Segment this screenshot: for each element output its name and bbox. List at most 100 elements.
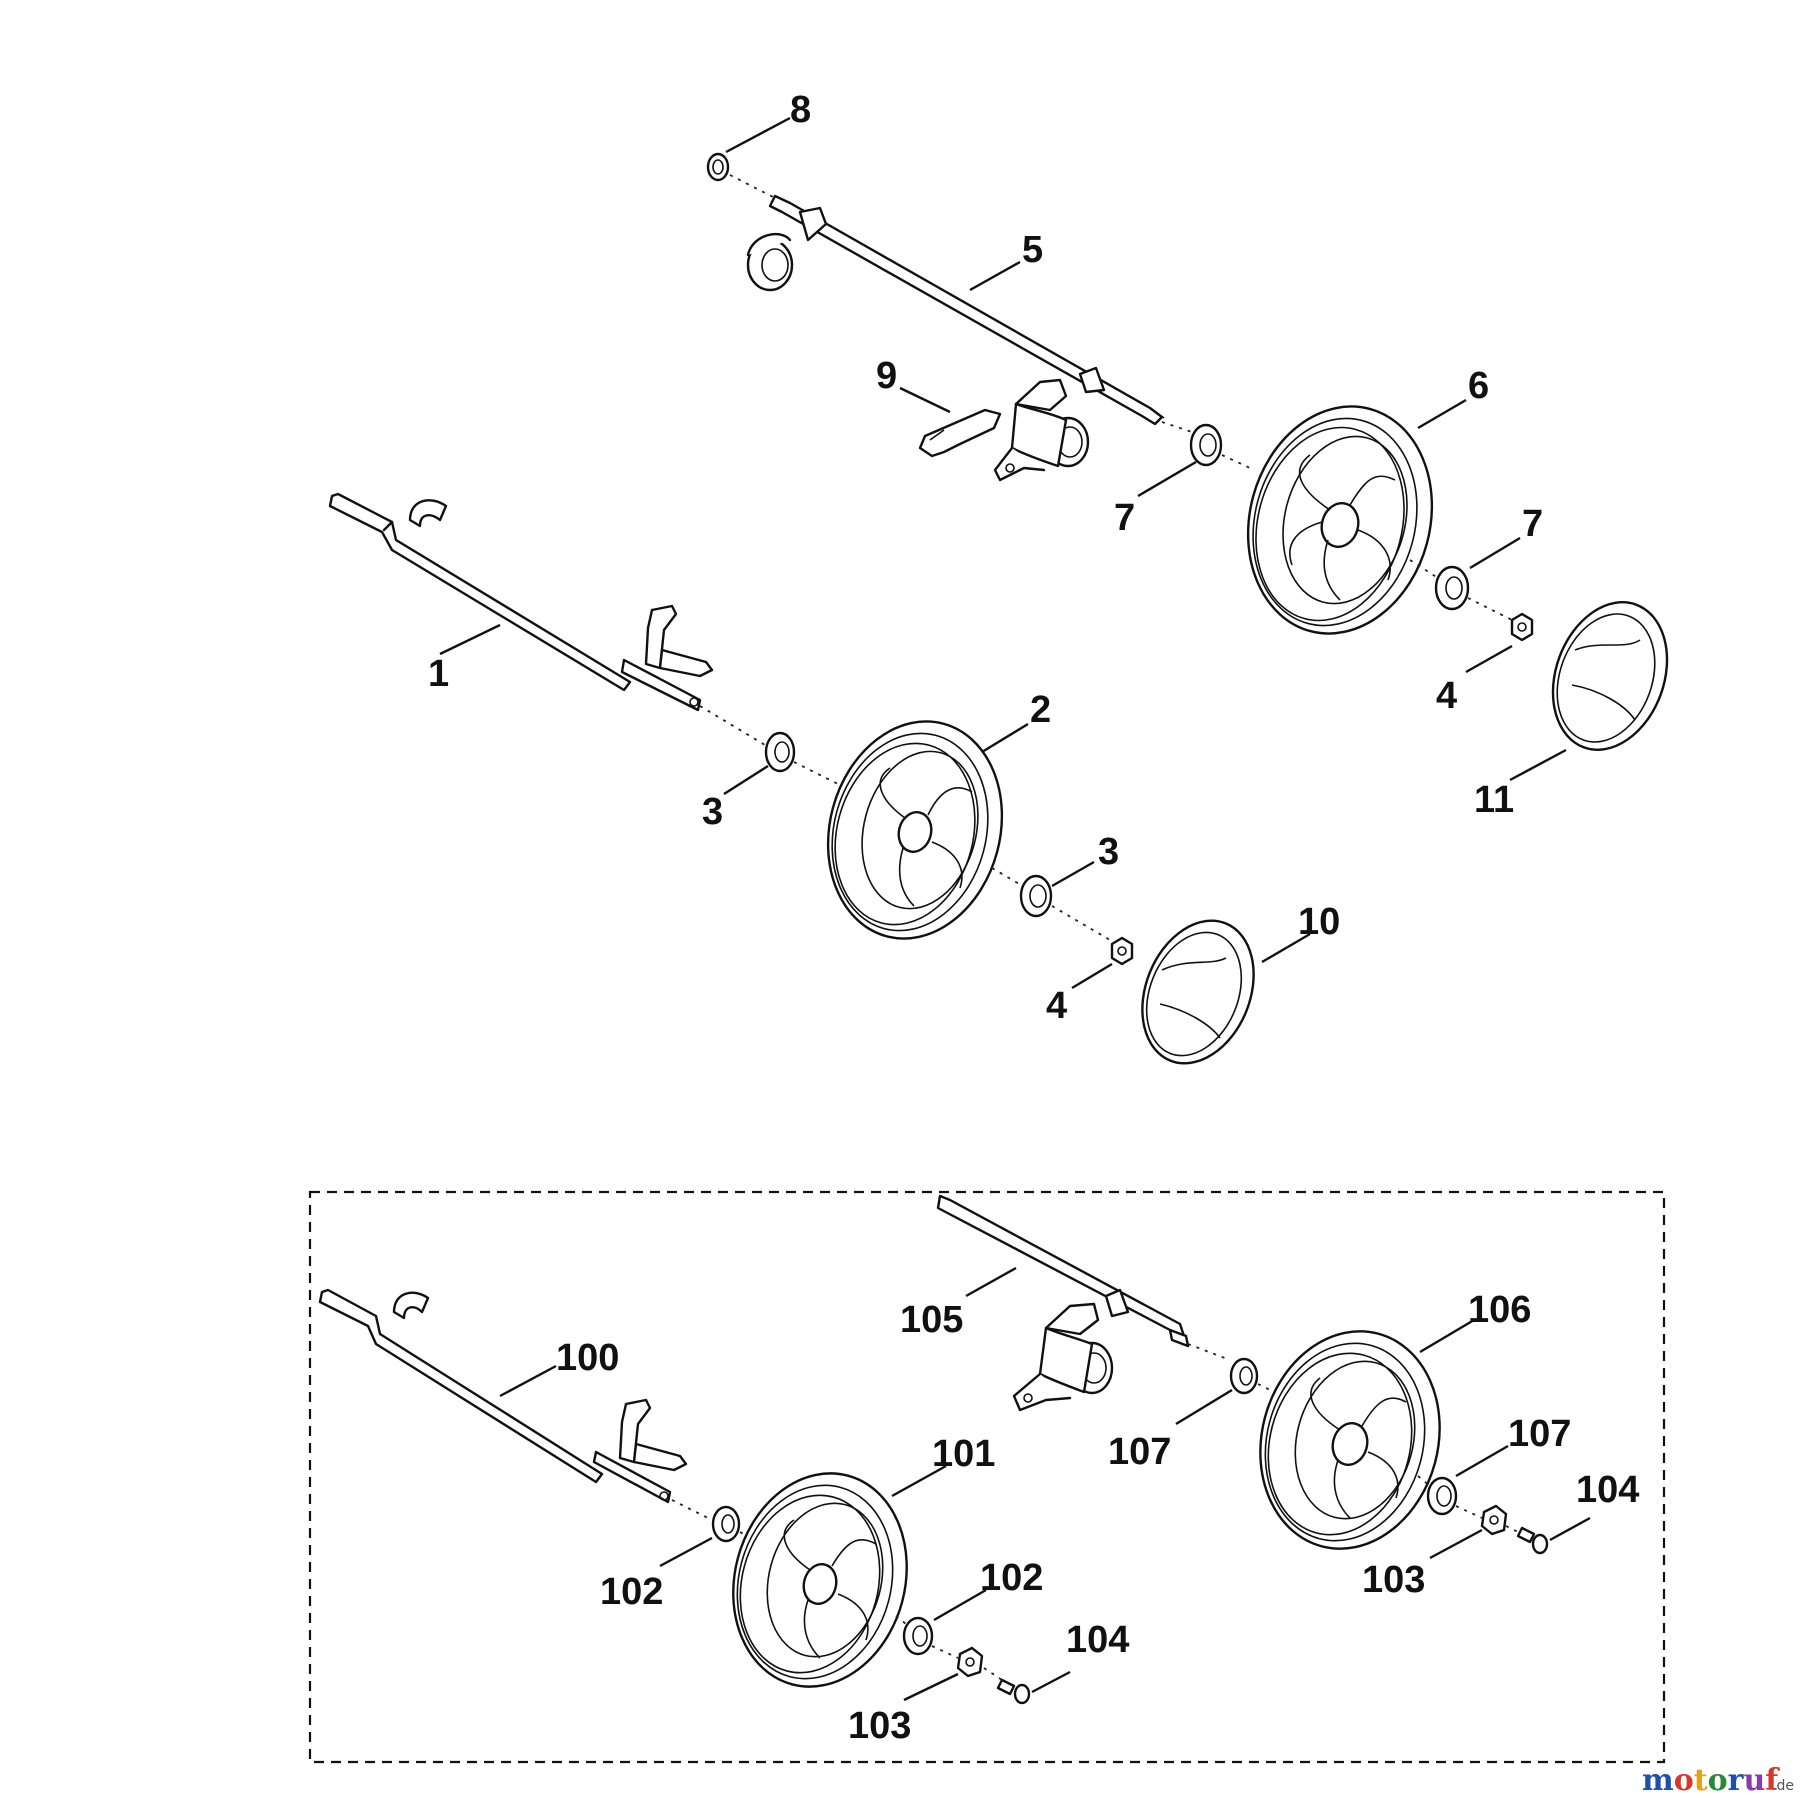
label-10: 10	[1298, 901, 1340, 943]
part-3-bushing-outer	[1019, 874, 1053, 918]
leader-103b	[903, 1672, 959, 1702]
label-6: 6	[1468, 365, 1489, 407]
part-100-front-axle	[318, 1288, 688, 1504]
axis-line	[895, 1615, 907, 1625]
label-5: 5	[1022, 229, 1043, 271]
label-103b: 103	[848, 1705, 911, 1747]
label-11: 11	[1474, 779, 1514, 821]
leader-101	[891, 1464, 947, 1498]
leader-107b	[1455, 1444, 1509, 1478]
part-103-hub-left	[956, 1646, 984, 1678]
label-4b: 4	[1046, 985, 1067, 1027]
label-8: 8	[790, 89, 811, 131]
leader-9	[899, 386, 951, 414]
part-107-bushing-outer	[1426, 1476, 1458, 1516]
leader-11	[1509, 748, 1567, 782]
label-9: 9	[876, 355, 897, 397]
axis-line	[1417, 1475, 1431, 1487]
part-11-hub-cap	[1551, 601, 1669, 751]
part-9-bracket	[918, 408, 1002, 458]
label-3b: 3	[1098, 831, 1119, 873]
watermark-letter: m	[1642, 1763, 1674, 1798]
axis-line	[991, 867, 1027, 889]
axis-line	[671, 1499, 713, 1521]
part-4-nut-lower	[1110, 936, 1134, 966]
part-2-front-wheel	[826, 720, 1004, 940]
leader-102b	[933, 1588, 987, 1622]
leader-107a	[1175, 1388, 1233, 1426]
leader-104b	[1031, 1670, 1071, 1694]
label-102b: 102	[980, 1557, 1043, 1599]
watermark-text: motoruf	[1642, 1763, 1780, 1798]
part-10-hub-cap	[1141, 919, 1255, 1065]
part-1-front-axle	[328, 492, 714, 712]
watermark-letter: r	[1728, 1763, 1745, 1798]
label-100: 100	[556, 1337, 619, 1379]
part-7-bushing-inner	[1189, 423, 1223, 467]
leader-7a	[1137, 460, 1197, 498]
label-2: 2	[1030, 689, 1051, 731]
label-103a: 103	[1362, 1559, 1425, 1601]
label-3a: 3	[702, 791, 723, 833]
leader-5	[969, 260, 1021, 292]
watermark-letter: o	[1674, 1763, 1694, 1798]
label-4a: 4	[1436, 675, 1457, 717]
label-104a: 104	[1576, 1469, 1639, 1511]
leader-3a	[723, 764, 769, 796]
watermark-letter: f	[1765, 1763, 1780, 1798]
part-6-rear-wheel	[1246, 405, 1434, 635]
leader-7b	[1469, 536, 1521, 570]
leader-105	[965, 1266, 1017, 1298]
part-102-bushing-outer	[902, 1616, 934, 1656]
leader-106	[1419, 1318, 1475, 1354]
label-104b: 104	[1066, 1619, 1129, 1661]
leader-8	[725, 116, 791, 154]
leader-4b	[1071, 962, 1113, 990]
part-107-bushing-inner	[1229, 1357, 1259, 1395]
watermark-letter: u	[1743, 1763, 1765, 1798]
watermark-letter: o	[1708, 1763, 1728, 1798]
leader-100	[499, 1364, 557, 1398]
part-103-hub-right	[1480, 1504, 1508, 1536]
part-101-front-wheel	[732, 1472, 908, 1688]
part-4-nut-upper	[1510, 612, 1534, 642]
part-3-bushing-inner	[764, 731, 796, 773]
axis-line	[1409, 559, 1439, 579]
part-102-bushing-inner	[711, 1505, 741, 1543]
axis-line	[1161, 421, 1193, 433]
watermark-suffix: .de	[1772, 1778, 1794, 1794]
leader-2	[981, 722, 1029, 754]
axis-line	[1467, 597, 1513, 621]
axis-line	[1221, 454, 1251, 469]
axis-line	[931, 1645, 959, 1659]
label-107b: 107	[1508, 1413, 1571, 1455]
label-107a: 107	[1108, 1431, 1171, 1473]
axis-line	[793, 761, 851, 791]
part-5-rear-axle	[746, 194, 1165, 482]
axis-line	[1455, 1505, 1483, 1519]
label-101: 101	[932, 1433, 995, 1475]
label-7b: 7	[1522, 503, 1543, 545]
part-104-bolt-right	[1516, 1526, 1549, 1555]
leader-102a	[659, 1536, 713, 1568]
axis-line	[1187, 1343, 1231, 1361]
leader-104a	[1549, 1516, 1591, 1542]
label-102a: 102	[600, 1571, 663, 1613]
label-106: 106	[1468, 1289, 1531, 1331]
leader-4a	[1465, 644, 1513, 674]
part-8-ring	[706, 152, 730, 182]
axis-line	[729, 174, 776, 199]
watermark-letter: t	[1694, 1763, 1708, 1798]
label-1: 1	[428, 653, 449, 695]
part-104-bolt-left	[996, 1678, 1031, 1705]
leader-6	[1417, 398, 1467, 430]
leader-1	[439, 623, 501, 656]
axis-line	[699, 705, 771, 749]
part-105-rear-axle	[936, 1194, 1190, 1412]
leader-3b	[1051, 860, 1095, 888]
label-105: 105	[900, 1299, 963, 1341]
watermark-logo: motoruf .de	[1642, 1763, 1794, 1798]
label-7a: 7	[1114, 497, 1135, 539]
axis-line	[983, 1667, 1003, 1681]
